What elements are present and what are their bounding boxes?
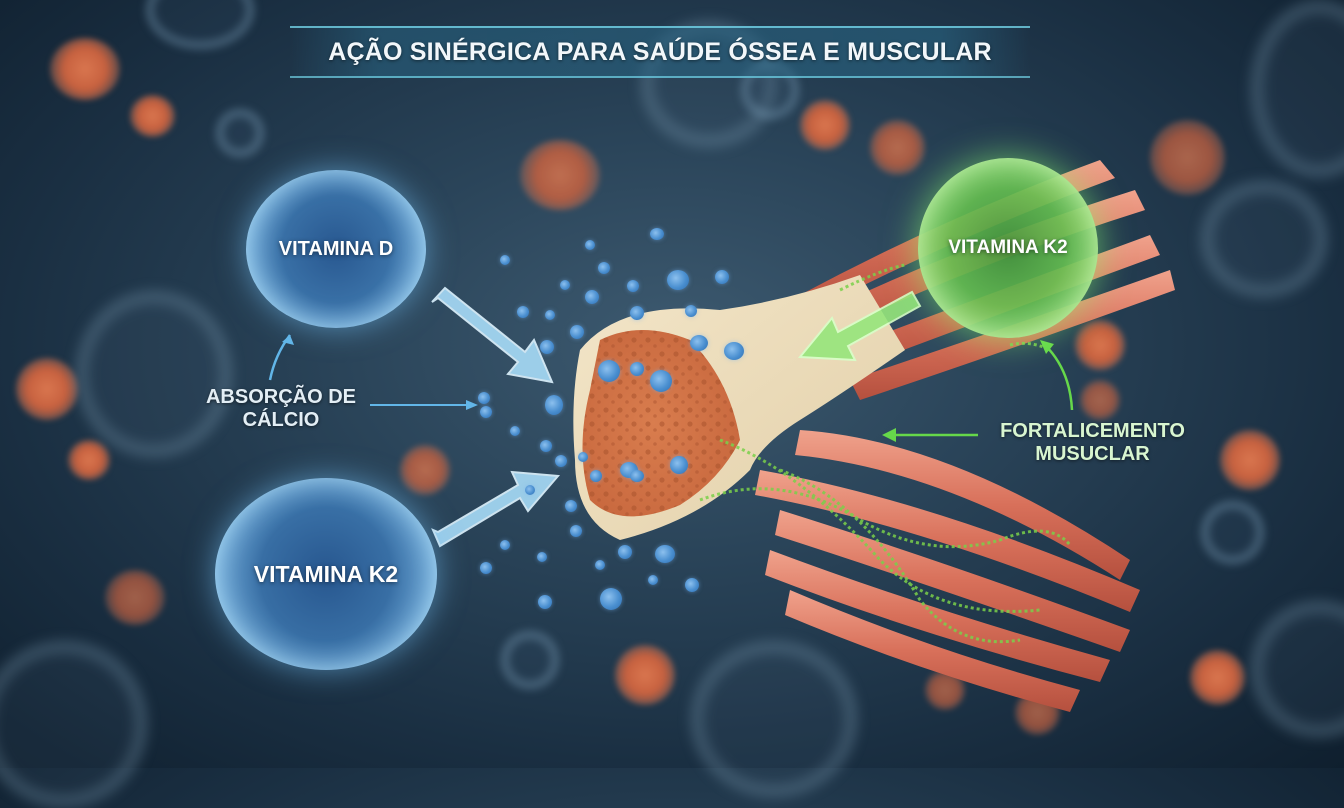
calcium-particle [555, 455, 567, 467]
bg-cell [1200, 500, 1265, 565]
calcium-particles [478, 228, 744, 610]
bg-cell [800, 100, 850, 150]
calcium-particle [590, 470, 602, 482]
calcium-particle [500, 540, 510, 550]
calcium-particle [667, 270, 689, 290]
calcium-particle [517, 306, 529, 318]
bg-cell [1190, 650, 1245, 705]
bg-cell [16, 358, 78, 420]
vitamin-k2-left-label: VITAMINA K2 [253, 560, 399, 587]
page-title: AÇÃO SINÉRGICA PARA SAÚDE ÓSSEA E MUSCUL… [328, 37, 992, 66]
calcium-particle [570, 525, 582, 537]
bg-cell [1150, 120, 1225, 195]
calcium-absorption-line1: ABSORÇÃO DE [205, 386, 356, 408]
calcium-particle [690, 335, 708, 351]
calcium-particle [648, 575, 658, 585]
bg-cell [1075, 320, 1125, 370]
calcium-particle [627, 280, 639, 292]
bg-cell [215, 108, 265, 158]
blue-arrow-vitamin-d [431, 286, 554, 384]
calcium-particle [545, 310, 555, 320]
calcium-particle [598, 360, 620, 382]
lower-muscle-bundle [755, 430, 1140, 712]
calcium-particle [540, 440, 552, 452]
calcium-particle [480, 406, 492, 418]
calcium-particle [630, 306, 644, 320]
vitamin-k2-right-sphere: VITAMINA K2 [918, 158, 1098, 338]
bg-cell [400, 445, 450, 495]
calcium-particle [630, 470, 644, 482]
calcium-particle [570, 325, 584, 339]
vitamin-d-sphere: VITAMINA D [246, 170, 426, 328]
calcium-particle [560, 280, 570, 290]
green-arrow-vitamin-k2 [797, 290, 922, 362]
calcium-particle [537, 552, 547, 562]
bone-muscle-illustration [268, 160, 1175, 712]
calcium-particle [480, 562, 492, 574]
calcium-particle [578, 452, 588, 462]
bg-cell [870, 120, 925, 175]
title-banner: AÇÃO SINÉRGICA PARA SAÚDE ÓSSEA E MUSCUL… [290, 26, 1030, 78]
calcium-particle [685, 305, 697, 317]
calcium-particle [500, 255, 510, 265]
calcium-particle [585, 290, 599, 304]
calcium-particle [618, 545, 632, 559]
calcium-particle [545, 395, 563, 415]
vitamin-d-label: VITAMINA D [278, 237, 394, 260]
calcium-particle [525, 485, 535, 495]
calcium-particle [685, 578, 699, 592]
bg-cell [1220, 430, 1280, 490]
calcium-particle [598, 262, 610, 274]
vitamin-k2-right-label: VITAMINA K2 [948, 237, 1068, 258]
calcium-particle [715, 270, 729, 284]
muscle-strengthening-line2: MUSUCLAR [1035, 443, 1150, 465]
muscle-pointer-curve [1044, 344, 1074, 411]
bg-cell [68, 440, 110, 480]
bg-cell [130, 95, 175, 137]
calcium-absorption-line2: CÁLCIO [242, 409, 320, 431]
calcium-particle [650, 228, 664, 240]
bg-cell [520, 140, 600, 210]
calcium-particle [600, 588, 622, 610]
calcium-particle [538, 595, 552, 609]
calcium-particle [540, 340, 554, 354]
calcium-particle [630, 362, 644, 376]
muscle-strengthening-line1: FORTALICEMENTO [1000, 420, 1185, 442]
calcium-absorption-label: ABSORÇÃO DE CÁLCIO [196, 386, 366, 432]
bg-cell [1080, 380, 1120, 420]
calcium-particle [595, 560, 605, 570]
calcium-particle [585, 240, 595, 250]
calcium-particle [650, 370, 672, 392]
calcium-particle [670, 456, 688, 474]
bg-cell [50, 38, 120, 100]
bg-cell [105, 570, 165, 625]
calcium-particle [655, 545, 675, 563]
calcium-particle [510, 426, 520, 436]
bg-cell [500, 630, 560, 690]
calcium-particle [724, 342, 744, 360]
bg-cell [615, 645, 675, 705]
calcium-particle [478, 392, 490, 404]
muscle-strengthening-label: FORTALICEMENTO MUSUCLAR [985, 420, 1200, 466]
vitamin-k2-left-sphere: VITAMINA K2 [215, 478, 437, 670]
calcium-particle [565, 500, 577, 512]
